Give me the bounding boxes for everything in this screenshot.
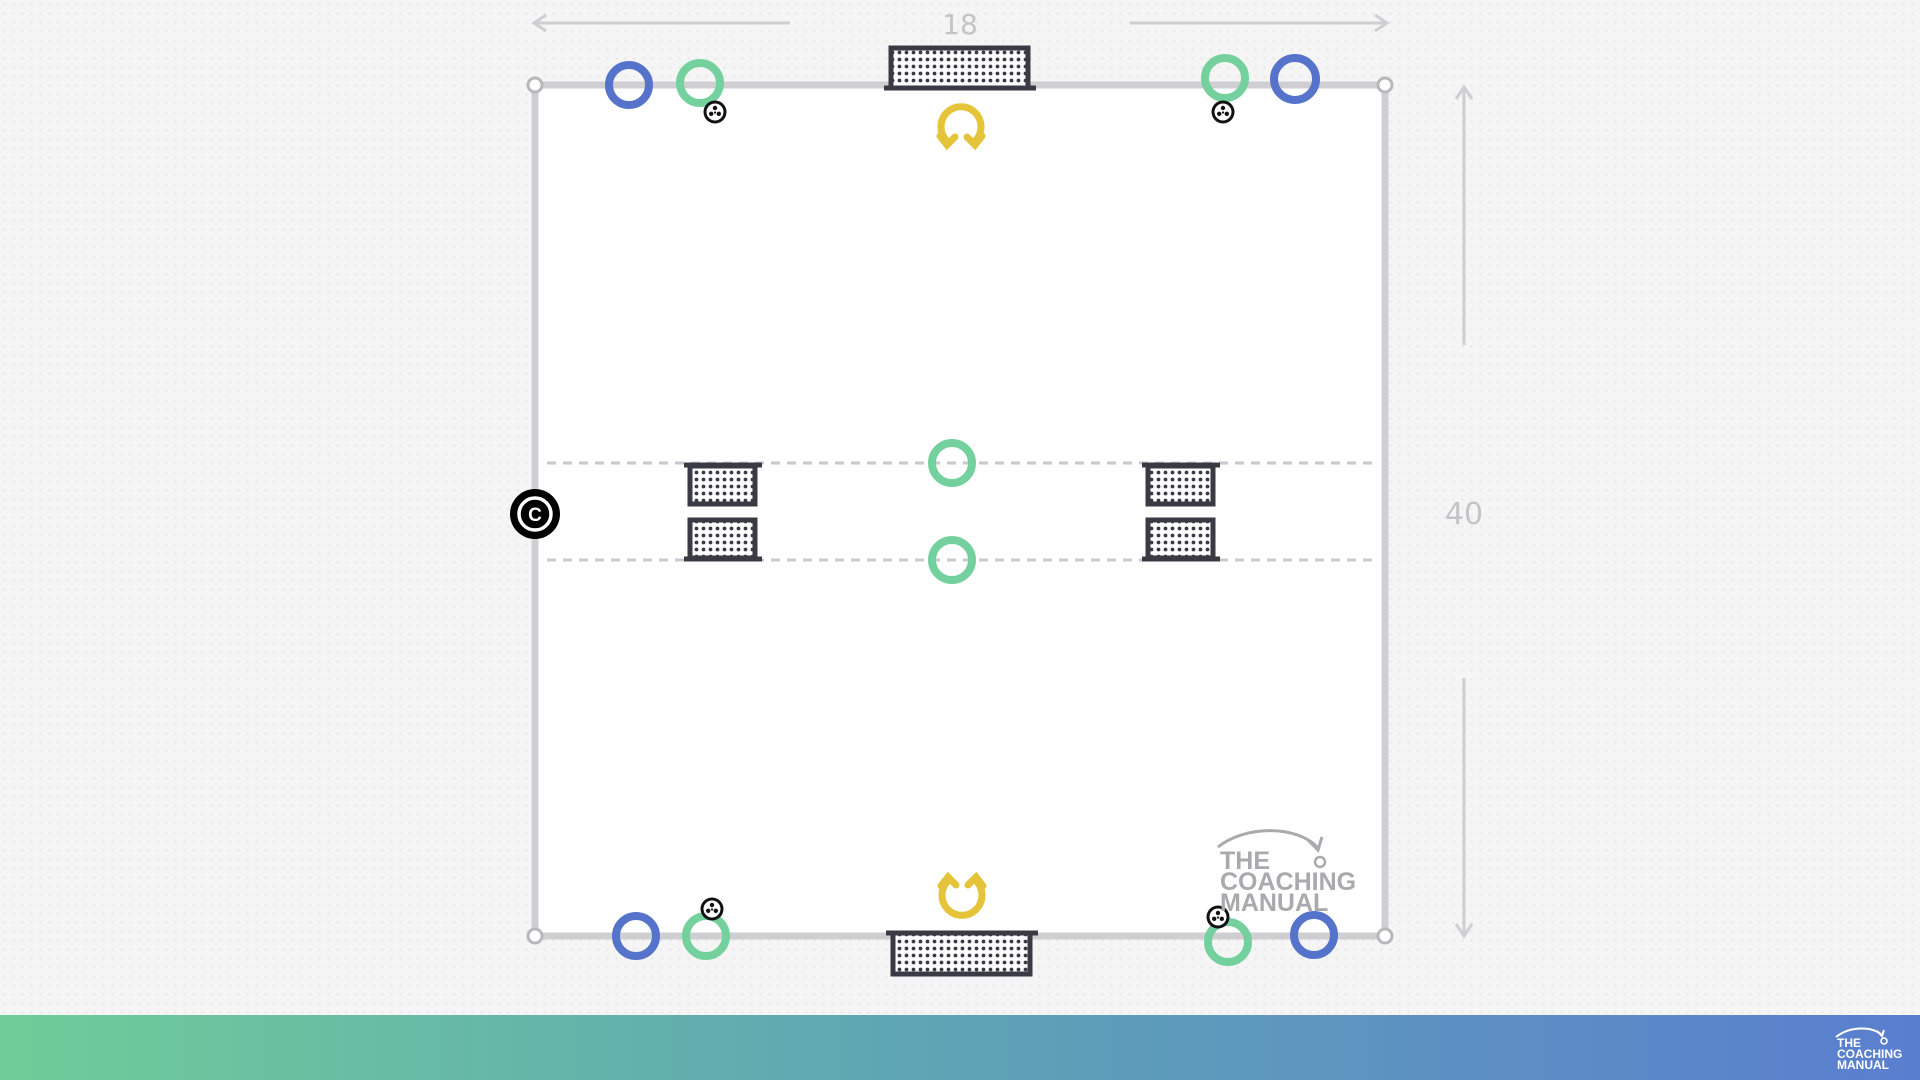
footer-bar: THE COACHING MANUAL (0, 1015, 1920, 1080)
bar-logo-line-1: THE (1837, 1036, 1861, 1050)
logo-line-2: COACHING (1220, 868, 1356, 896)
mini-goal-right-upper (1142, 462, 1220, 507)
coaching-manual-logo: THE COACHING MANUAL (1835, 1027, 1902, 1072)
blue-player (605, 61, 653, 109)
green-player (676, 59, 724, 107)
green-player (928, 439, 976, 487)
length-label: 40 (1445, 497, 1483, 532)
mini-goal-right-lower (1142, 517, 1220, 562)
width-dimension (531, 13, 1390, 33)
drill-diagram: 18 40 (510, 8, 1483, 977)
soccer-ball-icon (700, 897, 724, 921)
mini-goal-left-lower (684, 517, 762, 562)
goal-top (884, 45, 1036, 91)
goal-bottom (886, 930, 1038, 977)
width-label: 18 (942, 8, 978, 41)
mini-goal-left-upper (684, 462, 762, 507)
green-players (676, 54, 1252, 966)
green-player (1201, 54, 1249, 102)
corner-markers (526, 76, 1394, 945)
blue-player (1290, 911, 1338, 959)
rotation-icon (936, 103, 986, 151)
logo-line-1: THE (1220, 847, 1270, 875)
soccer-ball-icon (1211, 100, 1235, 124)
blue-player (612, 912, 660, 960)
soccer-ball-icon (703, 100, 727, 124)
bar-logo-line-3: MANUAL (1837, 1058, 1889, 1072)
logo-line-3: MANUAL (1220, 889, 1328, 917)
green-player (928, 536, 976, 584)
pitch-field (535, 85, 1385, 936)
length-dimension (1454, 84, 1474, 939)
rotation-icon (937, 871, 987, 919)
coach-label: C (528, 505, 542, 526)
blue-player (1270, 54, 1320, 104)
blue-players (605, 54, 1338, 960)
coach-marker: C (510, 489, 560, 539)
coaching-manual-watermark: THE COACHING MANUAL (1217, 829, 1356, 917)
bar-logo-line-2: COACHING (1837, 1047, 1902, 1061)
